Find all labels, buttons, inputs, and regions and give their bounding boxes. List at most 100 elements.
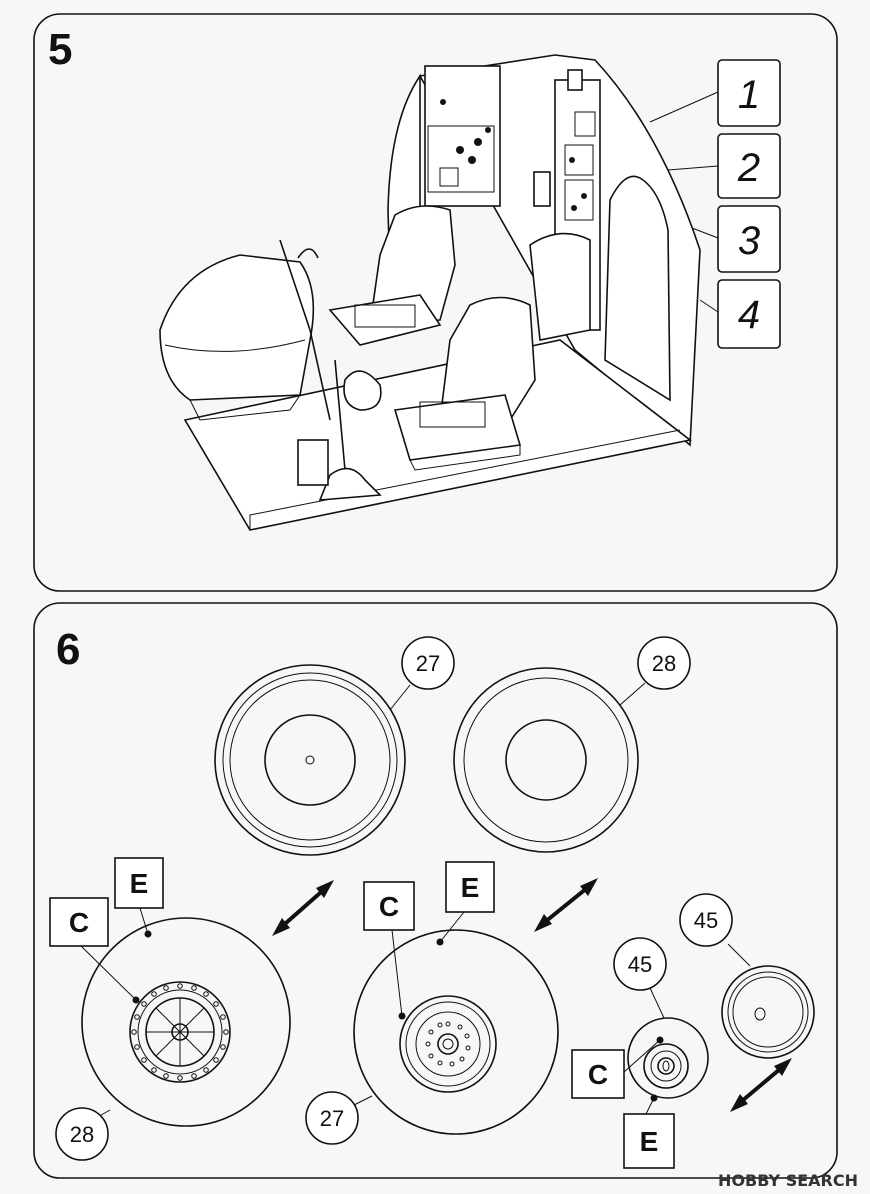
part-number-45-mid: 45 xyxy=(628,952,652,977)
arrow-small xyxy=(734,1062,788,1108)
panel-dial xyxy=(581,193,587,199)
nose-console xyxy=(159,254,315,401)
seat-harness xyxy=(354,304,416,328)
arrow-head xyxy=(730,1094,748,1112)
seat-harness xyxy=(419,401,486,428)
wheel-28-rim-inner xyxy=(137,989,223,1075)
wheel-27-tire xyxy=(353,929,559,1135)
callout-label-3: 3 xyxy=(738,219,760,263)
tire-28-hub-hole xyxy=(505,719,587,801)
tire-28: 28 xyxy=(453,636,691,853)
step-6-panel: 6 27 28 xyxy=(33,602,838,1179)
tire-27-ring xyxy=(229,679,391,841)
leader-line-3 xyxy=(691,227,719,239)
tail-wheel-rim xyxy=(643,1043,689,1089)
part-badge-45-top xyxy=(679,893,733,947)
part-badge-27 xyxy=(401,636,455,690)
callout-box-4 xyxy=(717,279,781,349)
panel-unit xyxy=(567,69,583,91)
leader-e-mid xyxy=(439,911,465,943)
step-6-number: 6 xyxy=(56,625,80,674)
step-5-frame xyxy=(33,13,838,592)
tire-28-ring xyxy=(463,677,629,843)
step-5-number: 5 xyxy=(48,25,72,74)
instrument-panel-left xyxy=(424,65,501,207)
tail-wheel-rim-inner xyxy=(650,1050,682,1082)
arrow-mid xyxy=(538,882,594,928)
leader-27 xyxy=(389,684,411,711)
tire-27-ring xyxy=(222,672,398,848)
wheel-27-rim xyxy=(399,995,497,1093)
wheel-28-tire xyxy=(81,917,291,1127)
stick-grip xyxy=(297,248,319,259)
tire-27-center xyxy=(305,755,315,765)
leader-28 xyxy=(619,682,646,706)
leader-c-left xyxy=(79,944,137,1001)
panel-dial xyxy=(456,146,464,154)
panel-dial xyxy=(569,157,575,163)
letter-c-left: C xyxy=(69,907,89,938)
wheel-28-rim xyxy=(129,981,231,1083)
leader-45-mid xyxy=(649,987,665,1019)
leader-line-2 xyxy=(667,165,719,171)
pedal xyxy=(297,439,329,486)
tail-wheel-hub xyxy=(657,1057,675,1075)
callout-label-2: 2 xyxy=(737,146,760,190)
tire-45-hole xyxy=(754,1007,766,1021)
leader-c-mid xyxy=(391,929,403,1017)
watermark: HOBBY SEARCH xyxy=(718,1171,858,1190)
arrow-head xyxy=(272,918,290,936)
letter-c-small: C xyxy=(588,1059,608,1090)
stick-base xyxy=(318,467,382,501)
leader-45-top xyxy=(727,943,751,967)
console-base xyxy=(189,394,301,421)
letter-c-mid: C xyxy=(379,891,399,922)
panel-screen xyxy=(574,111,596,137)
panel-box xyxy=(439,167,459,187)
step-5-panel: 5 xyxy=(33,13,838,592)
gear-wheel xyxy=(343,370,382,411)
panel-dial xyxy=(485,127,491,133)
part-badge-45-mid xyxy=(613,937,667,991)
tail-wheel-axle xyxy=(662,1060,670,1072)
letter-e-left: E xyxy=(130,868,149,899)
arrow-left xyxy=(276,884,330,932)
wheel-27-hub-ring xyxy=(415,1011,481,1077)
letter-box-c-small xyxy=(571,1049,625,1099)
arrow-head xyxy=(534,914,552,932)
arrow-head xyxy=(774,1058,792,1076)
part-badge-28 xyxy=(637,636,691,690)
callout-label-4: 4 xyxy=(738,293,760,337)
tail-wheel-45-assembly: 45 C E xyxy=(571,937,709,1169)
console-line xyxy=(164,339,306,352)
part-badge-27-bottom xyxy=(305,1091,359,1145)
tire-45-ring xyxy=(732,976,804,1048)
tire-45-outer xyxy=(721,965,815,1059)
wheel-27-hub xyxy=(437,1033,459,1055)
leader-line-4 xyxy=(699,299,719,313)
panel-inset xyxy=(427,125,495,193)
seat-rear-cushion xyxy=(328,294,442,346)
part-number-28-bottom: 28 xyxy=(70,1122,94,1147)
part-number-28: 28 xyxy=(652,651,676,676)
tire-45-ring xyxy=(727,971,809,1053)
arrow-head xyxy=(316,880,334,898)
seat-rear xyxy=(369,205,456,326)
step-6-frame xyxy=(33,602,838,1179)
callout-label-1: 1 xyxy=(738,73,760,117)
cockpit-assembly xyxy=(159,54,701,531)
wheel-28-assembly: E C 28 xyxy=(49,857,291,1161)
panel-dial xyxy=(474,138,482,146)
callout-box-2 xyxy=(717,133,781,199)
leader-27-bottom xyxy=(351,1095,373,1107)
wheel-27-assembly: E C 27 xyxy=(305,861,559,1145)
letter-e-mid: E xyxy=(461,872,480,903)
wheel-27-bolt-holes xyxy=(425,1021,471,1067)
part-number-27-bottom: 27 xyxy=(320,1106,344,1131)
panel-screen xyxy=(564,179,594,221)
callout-group: 1 2 3 4 xyxy=(649,59,781,349)
panel-screen xyxy=(564,144,594,176)
letter-box-c-left xyxy=(49,897,109,947)
tire-45: 45 xyxy=(679,893,815,1059)
